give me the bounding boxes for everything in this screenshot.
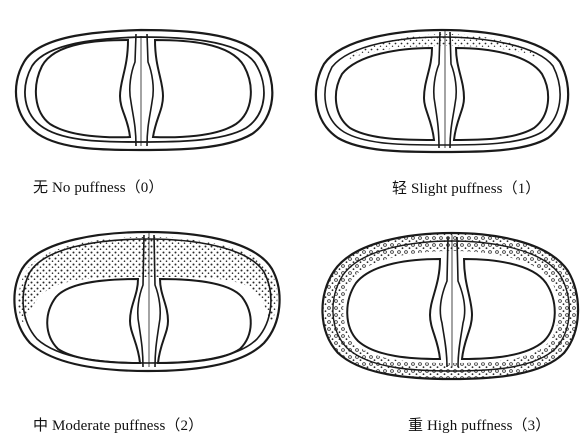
panel-moderate-puffness: 中 Moderate puffness（2） [0, 215, 292, 441]
caption-no-puffness: 无 No puffness（0） [33, 176, 164, 197]
fruit-cross-section-high-puffness [292, 215, 584, 415]
fruit-cross-section-slight-puffness [292, 0, 584, 180]
panel-no-puffness: 无 No puffness（0） [0, 0, 292, 210]
caption-high-puffness: 重 High puffness（3） [408, 414, 550, 435]
caption-moderate-puffness: 中 Moderate puffness（2） [33, 414, 203, 435]
panel-slight-puffness: 轻 Slight puffness（1） [292, 0, 584, 210]
panel-high-puffness: 重 High puffness（3） [292, 215, 584, 441]
fruit-cross-section-no-puffness [0, 0, 292, 180]
fruit-cross-section-moderate-puffness [0, 215, 292, 415]
caption-slight-puffness: 轻 Slight puffness（1） [392, 177, 540, 198]
